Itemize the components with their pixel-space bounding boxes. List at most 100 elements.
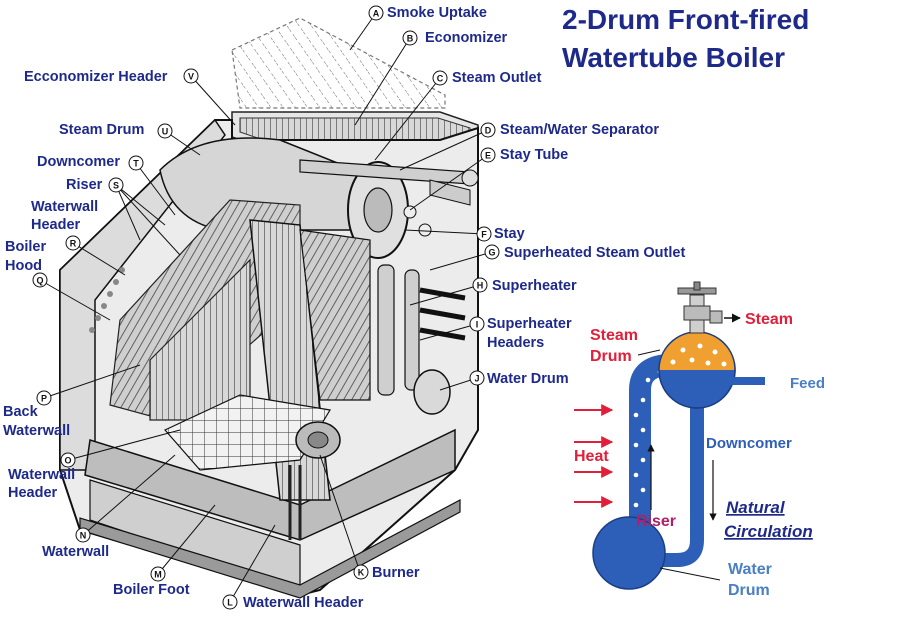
svg-text:Burner: Burner — [372, 565, 420, 581]
svg-text:Waterwall: Waterwall — [31, 199, 98, 215]
svg-text:Superheated Steam Outlet: Superheated Steam Outlet — [504, 245, 685, 261]
svg-text:M: M — [154, 570, 162, 580]
feed-pipe — [705, 377, 765, 385]
callout-superheated-steam-outlet: G Superheated Steam Outlet — [484, 244, 685, 261]
callout-riser: S Riser — [66, 177, 124, 193]
callout-ecconomizer-header: V Ecconomizer Header — [24, 68, 199, 85]
svg-text:Waterwall: Waterwall — [8, 467, 75, 483]
svg-text:Steam/Water Separator: Steam/Water Separator — [500, 122, 659, 138]
svg-text:C: C — [437, 74, 444, 84]
callout-back-waterwall: P Back Waterwall — [3, 390, 70, 439]
downcomer-pipe — [650, 392, 704, 567]
callout-water-drum: J Water Drum — [469, 370, 569, 387]
callout-stay: F Stay — [476, 226, 525, 242]
callout-letter: A — [373, 9, 380, 19]
callout-burner: K Burner — [353, 564, 420, 581]
title-line-2: Watertube Boiler — [562, 42, 785, 73]
svg-text:Hood: Hood — [5, 258, 42, 274]
svg-text:I: I — [476, 320, 479, 330]
svg-text:D: D — [485, 126, 492, 136]
svg-text:B: B — [407, 34, 414, 44]
callout-label: Smoke Uptake — [387, 5, 487, 21]
svg-text:Back: Back — [3, 404, 39, 420]
svg-text:Boiler Foot: Boiler Foot — [113, 582, 190, 598]
svg-text:Steam Drum: Steam Drum — [59, 122, 144, 138]
title-line-1: 2-Drum Front-fired — [562, 4, 809, 35]
heat-label: Heat — [574, 448, 609, 465]
callout-waterwall-header-upper: R Waterwall Header — [31, 199, 98, 251]
riser-bubbles — [633, 369, 663, 508]
svg-text:V: V — [188, 72, 194, 82]
steam-label: Steam — [745, 311, 793, 328]
svg-text:U: U — [162, 127, 169, 137]
feed-label: Feed — [790, 375, 825, 392]
smoke-uptake-shape — [231, 17, 446, 109]
callout-superheater-headers: I Superheater Headers — [469, 316, 572, 351]
schematic-steam-drum — [658, 331, 736, 409]
boiler-illustration — [59, 17, 479, 599]
svg-text:S: S — [113, 181, 119, 191]
svg-text:Economizer: Economizer — [425, 30, 508, 46]
svg-text:Superheater: Superheater — [487, 316, 572, 332]
svg-text:Waterwall: Waterwall — [3, 423, 70, 439]
natural-label-2: Circulation — [724, 522, 813, 541]
svg-text:Steam Outlet: Steam Outlet — [452, 70, 542, 86]
svg-text:J: J — [474, 374, 479, 384]
svg-text:Header: Header — [8, 485, 58, 501]
svg-text:L: L — [227, 598, 233, 608]
svg-text:P: P — [41, 394, 47, 404]
callout-waterwall-header-front: L Waterwall Header — [222, 594, 364, 611]
heat-arrows — [574, 404, 614, 508]
callout-stay-tube: E Stay Tube — [480, 147, 568, 163]
svg-text:H: H — [477, 281, 484, 291]
svg-text:G: G — [488, 248, 495, 258]
svg-text:Header: Header — [31, 217, 81, 233]
svg-text:Downcomer: Downcomer — [37, 154, 120, 170]
callouts: A Smoke Uptake B Economizer C Steam Outl… — [3, 5, 685, 611]
callout-boiler-foot: M Boiler Foot — [113, 566, 190, 598]
svg-text:Stay: Stay — [494, 226, 525, 242]
callout-superheater: H Superheater — [472, 277, 577, 294]
callout-steam-outlet: C Steam Outlet — [432, 70, 542, 86]
svg-text:F: F — [481, 230, 487, 240]
svg-text:Riser: Riser — [66, 177, 103, 193]
svg-text:Boiler: Boiler — [5, 239, 46, 255]
callout-steam-drum: U Steam Drum — [59, 122, 173, 139]
svg-text:N: N — [80, 531, 87, 541]
svg-text:T: T — [133, 159, 139, 169]
callout-smoke-uptake: A Smoke Uptake — [368, 5, 487, 21]
circulation-schematic: Steam Feed Steam Drum Heat Riser Downcom… — [574, 281, 825, 599]
riser-label: Riser — [636, 513, 676, 530]
svg-text:R: R — [70, 239, 77, 249]
svg-text:Waterwall Header: Waterwall Header — [243, 595, 364, 611]
callout-waterwall-header-left: O Waterwall Header — [8, 452, 76, 501]
steam-valve-icon — [677, 281, 723, 334]
steam-drum-label-2: Drum — [590, 348, 632, 365]
svg-text:Ecconomizer Header: Ecconomizer Header — [24, 69, 168, 85]
svg-text:Stay Tube: Stay Tube — [500, 147, 568, 163]
svg-text:E: E — [485, 151, 491, 161]
callout-economizer: B Economizer — [402, 30, 508, 46]
callout-downcomer: T Downcomer — [37, 154, 144, 171]
schematic-water-drum — [592, 516, 666, 590]
svg-text:Headers: Headers — [487, 335, 544, 351]
svg-text:Superheater: Superheater — [492, 278, 577, 294]
callout-boiler-hood: Q Boiler Hood — [5, 239, 48, 288]
svg-text:K: K — [358, 568, 365, 578]
steam-drum-shape — [159, 137, 381, 231]
title-block: 2-Drum Front-fired Watertube Boiler — [562, 4, 809, 73]
svg-text:O: O — [64, 456, 71, 466]
callout-steam-water-separator: D Steam/Water Separator — [480, 122, 659, 138]
natural-label-1: Natural — [726, 498, 786, 517]
downcomer-label: Downcomer — [706, 435, 792, 452]
water-drum-label-1: Water — [728, 561, 772, 578]
svg-text:Q: Q — [36, 276, 43, 286]
callout-waterwall: N Waterwall — [42, 527, 109, 560]
svg-text:Waterwall: Waterwall — [42, 544, 109, 560]
steam-drum-label-1: Steam — [590, 327, 638, 344]
superheater-bundle — [299, 229, 371, 401]
svg-text:Water Drum: Water Drum — [487, 371, 569, 387]
water-drum-label-2: Drum — [728, 582, 770, 599]
